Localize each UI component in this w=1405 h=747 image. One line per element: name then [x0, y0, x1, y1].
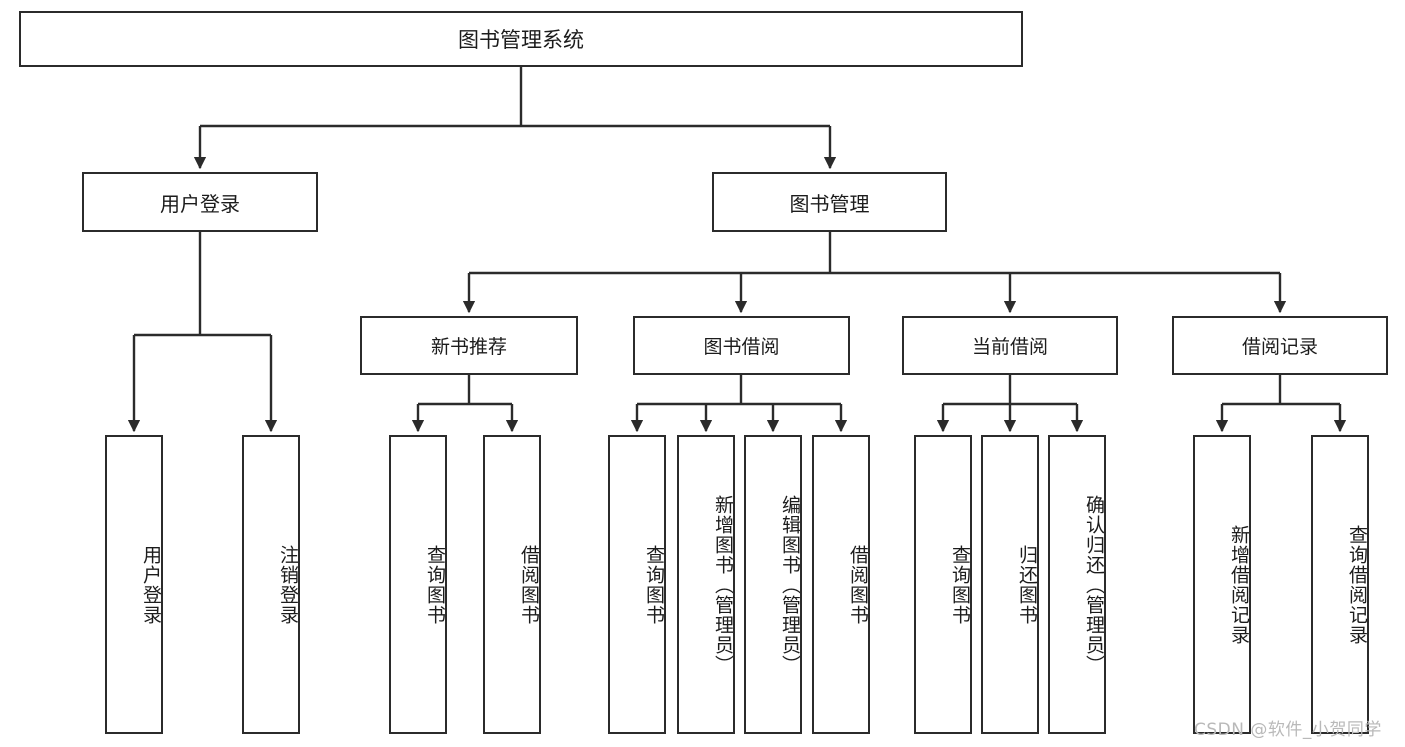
node-borrow-record[interactable]: 借阅记录: [1172, 316, 1388, 375]
node-current-borrow-label: 当前借阅: [971, 336, 1048, 358]
node-new-book-label: 新书推荐: [430, 336, 507, 358]
node-root[interactable]: 图书管理系统: [19, 11, 1023, 67]
leaf-label: 新增图书（管理员）: [712, 494, 734, 675]
node-borrow-book[interactable]: 图书借阅: [633, 316, 850, 375]
leaf-label: 借阅图书: [847, 544, 869, 625]
leaf-label: 用户登录: [140, 544, 162, 625]
node-book-manage[interactable]: 图书管理: [712, 172, 947, 232]
leaf-borrow-record-query[interactable]: 查询借阅记录: [1311, 435, 1369, 734]
leaf-label: 查询图书: [424, 544, 446, 625]
leaf-label: 归还图书: [1016, 544, 1038, 625]
leaf-borrow-book-add[interactable]: 新增图书（管理员）: [677, 435, 735, 734]
leaf-new-book-query[interactable]: 查询图书: [389, 435, 447, 734]
leaf-new-book-borrow[interactable]: 借阅图书: [483, 435, 541, 734]
leaf-label: 新增借阅记录: [1228, 524, 1250, 645]
node-book-manage-label: 图书管理: [789, 191, 870, 216]
node-user-login-label: 用户登录: [160, 191, 240, 216]
leaf-label: 编辑图书（管理员）: [779, 494, 801, 675]
leaf-label: 借阅图书: [518, 544, 540, 625]
leaf-current-borrow-confirm[interactable]: 确认归还（管理员）: [1048, 435, 1106, 734]
leaf-label: 注销登录: [277, 544, 299, 625]
node-user-login[interactable]: 用户登录: [82, 172, 318, 232]
leaf-label: 查询借阅记录: [1346, 524, 1368, 645]
leaf-borrow-book-query[interactable]: 查询图书: [608, 435, 666, 734]
leaf-label: 查询图书: [949, 544, 971, 625]
node-borrow-book-label: 图书借阅: [703, 336, 780, 358]
csdn-watermark: CSDN @软件_小贺同学: [1194, 720, 1382, 740]
leaf-user-login-signin[interactable]: 用户登录: [105, 435, 163, 734]
leaf-label: 确认归还（管理员）: [1083, 494, 1105, 675]
leaf-current-borrow-query[interactable]: 查询图书: [914, 435, 972, 734]
leaf-borrow-book-borrow[interactable]: 借阅图书: [812, 435, 870, 734]
leaf-borrow-book-edit[interactable]: 编辑图书（管理员）: [744, 435, 802, 734]
leaf-borrow-record-add[interactable]: 新增借阅记录: [1193, 435, 1251, 734]
leaf-current-borrow-return[interactable]: 归还图书: [981, 435, 1039, 734]
node-root-label: 图书管理系统: [458, 28, 584, 52]
node-borrow-record-label: 借阅记录: [1241, 336, 1318, 358]
leaf-label: 查询图书: [643, 544, 665, 625]
node-current-borrow[interactable]: 当前借阅: [902, 316, 1118, 375]
node-new-book[interactable]: 新书推荐: [360, 316, 578, 375]
leaf-user-login-signout[interactable]: 注销登录: [242, 435, 300, 734]
